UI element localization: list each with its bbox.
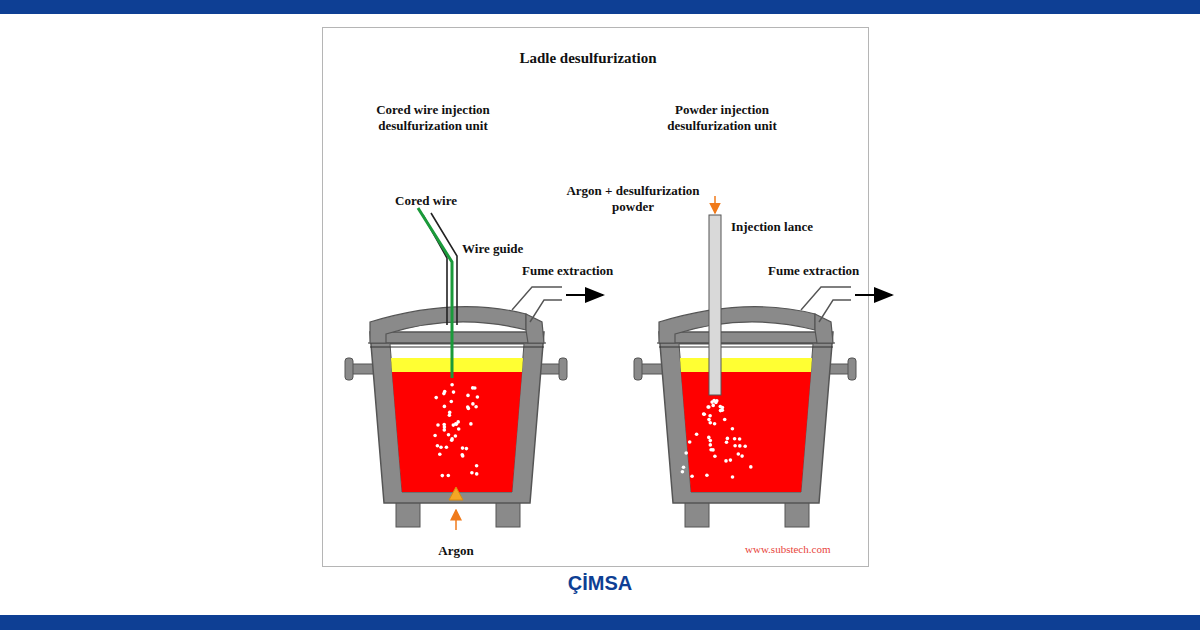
gas-bubble <box>438 453 442 457</box>
gas-bubble <box>460 453 464 457</box>
gas-bubble <box>738 437 742 441</box>
gas-bubble <box>450 383 454 387</box>
gas-bubble <box>725 441 729 445</box>
gas-bubble <box>709 421 713 425</box>
gas-bubble <box>442 392 446 396</box>
gas-bubble <box>443 405 447 409</box>
gas-bubble <box>721 408 725 412</box>
part-label: Injection lance <box>731 219 813 235</box>
gas-bubble <box>713 422 717 426</box>
gas-bubble <box>465 447 469 451</box>
gas-bubble <box>724 459 728 463</box>
gas-bubble <box>710 400 714 404</box>
watermark: www.substech.com <box>745 543 830 556</box>
gas-bubble <box>448 411 452 415</box>
gas-bubble <box>441 474 445 478</box>
diagram-title: Ladle desulfurization <box>519 49 656 67</box>
top-bar <box>0 0 1200 14</box>
gas-bubble <box>711 448 715 452</box>
gas-bubble <box>434 396 438 400</box>
gas-bubble <box>473 386 477 390</box>
gas-bubble <box>461 446 465 450</box>
gas-bubble <box>738 444 742 448</box>
unit-heading: Cored wire injection desulfurization uni… <box>358 102 508 133</box>
gas-bubble <box>731 427 735 431</box>
gas-bubble <box>475 472 479 476</box>
gas-bubble <box>450 439 454 443</box>
part-label: Fume extraction <box>522 263 613 279</box>
gas-bubble <box>443 425 447 429</box>
gas-bubble <box>733 437 737 441</box>
gas-bubble <box>709 443 713 447</box>
gas-bubble <box>433 434 437 438</box>
gas-bubble <box>681 470 685 474</box>
gas-bubble <box>695 433 699 437</box>
gas-bubble <box>713 455 717 459</box>
gas-bubble <box>452 390 456 394</box>
gas-bubble <box>707 436 711 440</box>
gas-bubble <box>447 433 451 437</box>
gas-bubble <box>729 458 733 462</box>
gas-bubble <box>447 474 451 478</box>
part-label: Fume extraction <box>768 263 859 279</box>
gas-bubble <box>743 445 747 449</box>
gas-bubble <box>707 418 711 422</box>
gas-bubble <box>708 414 712 418</box>
gas-bubble <box>711 404 715 408</box>
part-label: Argon <box>438 543 473 559</box>
gas-bubble <box>466 405 470 409</box>
gas-bubble <box>452 423 456 427</box>
gas-bubble <box>733 444 737 448</box>
bottom-bar <box>0 615 1200 630</box>
gas-bubble <box>682 465 686 469</box>
gas-bubble <box>723 418 727 422</box>
gas-bubble <box>703 413 707 417</box>
gas-bubble <box>707 405 711 409</box>
gas-bubble <box>469 422 473 426</box>
logo-text: ÇİMSA <box>568 571 632 595</box>
gas-bubble <box>454 434 458 438</box>
gas-bubble <box>690 474 694 478</box>
gas-bubble <box>475 464 479 468</box>
part-label: Wire guide <box>462 241 523 257</box>
gas-bubble <box>476 395 480 399</box>
gas-bubble <box>474 405 478 409</box>
part-label: Argon + desulfurization powder <box>558 183 708 214</box>
gas-bubble <box>445 445 449 449</box>
unit-heading: Powder injection desulfurization unit <box>647 102 797 133</box>
gas-bubble <box>737 452 741 456</box>
gas-bubble <box>439 445 443 449</box>
gas-bubble <box>731 475 735 479</box>
gas-bubble <box>749 465 753 469</box>
gas-bubble <box>471 402 475 406</box>
gas-bubble <box>719 405 723 409</box>
gas-bubble <box>706 405 710 409</box>
gas-bubble <box>450 400 454 404</box>
gas-bubble <box>436 423 440 427</box>
gas-bubble <box>709 439 713 443</box>
gas-bubble <box>702 412 706 416</box>
gas-bubble <box>684 451 688 455</box>
gas-bubble <box>714 401 718 405</box>
part-label: Cored wire <box>395 193 457 209</box>
gas-bubble <box>470 471 474 475</box>
gas-bubble <box>726 437 730 441</box>
gas-bubble <box>436 444 440 448</box>
gas-bubble <box>705 474 709 478</box>
gas-bubble <box>688 440 692 444</box>
gas-bubble <box>457 427 461 431</box>
gas-bubble <box>466 394 470 398</box>
gas-bubble <box>740 454 744 458</box>
